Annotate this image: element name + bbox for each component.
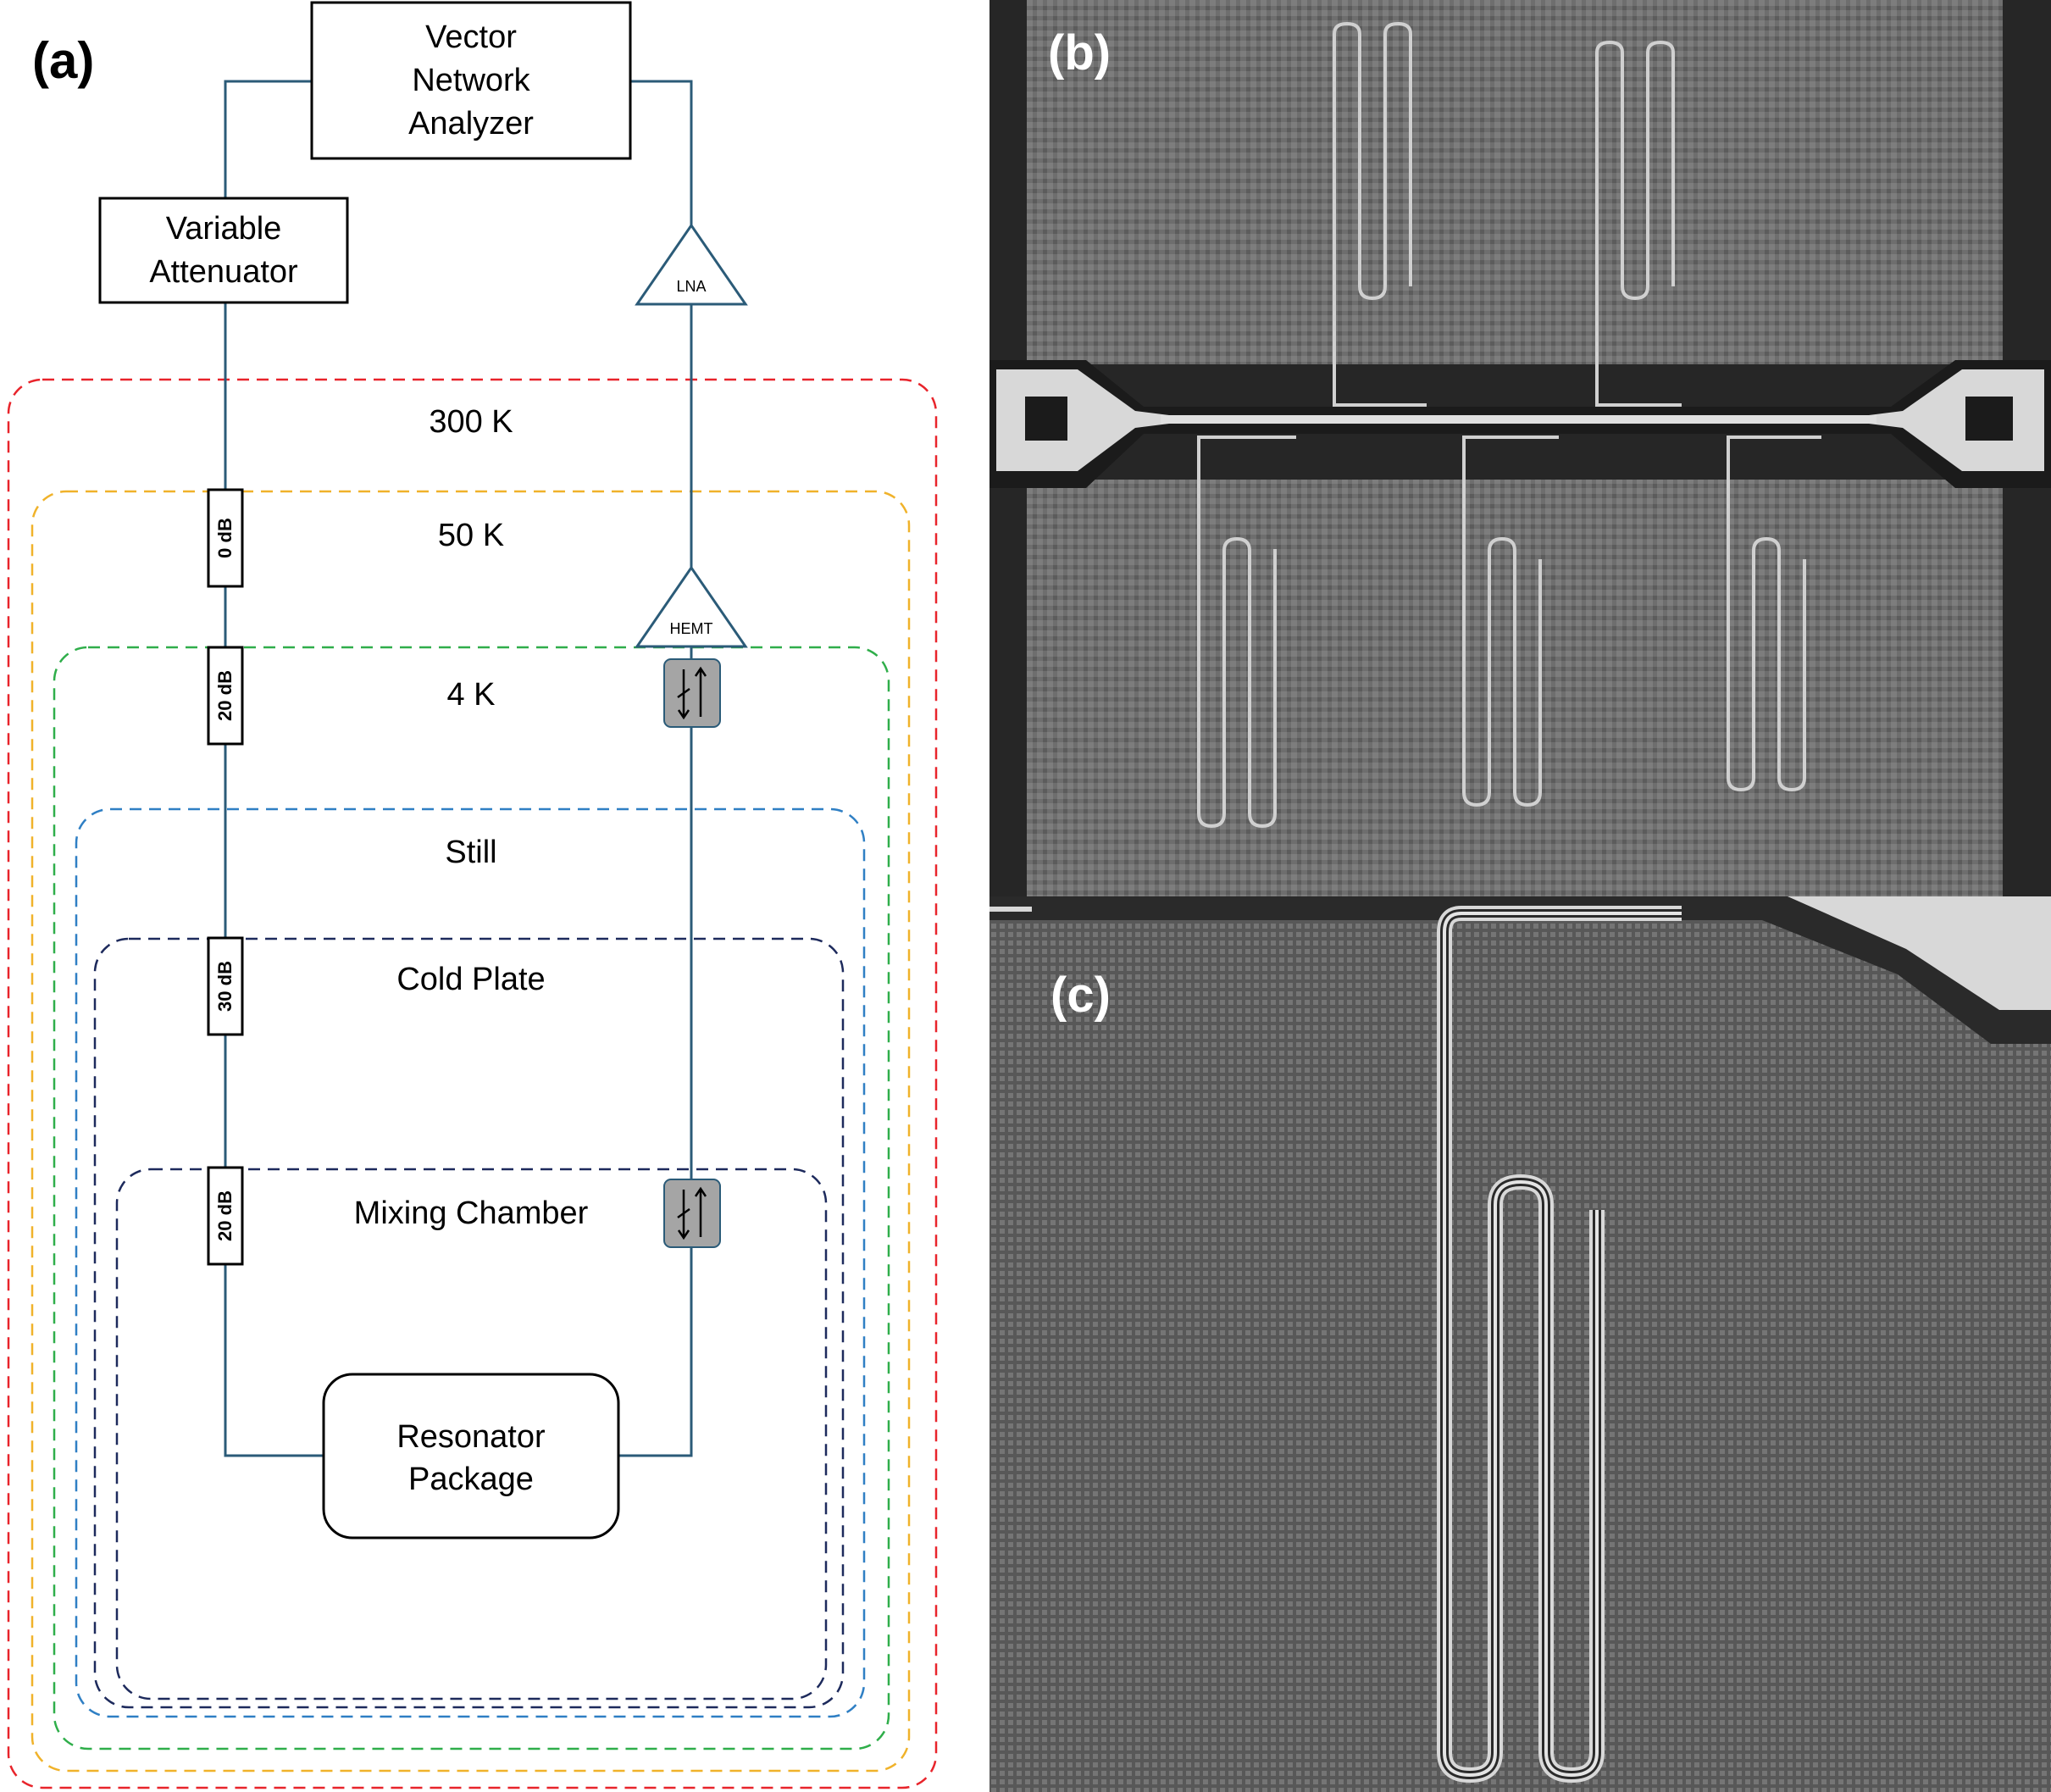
stage-label-50k: 50 K <box>438 518 504 553</box>
stage-label-4k: 4 K <box>446 677 495 713</box>
resonator-5 <box>1727 436 1821 792</box>
attenuator-20db-mixing-chamber: 20 dB <box>207 1166 244 1266</box>
attenuator-20db-4k-label: 20 dB <box>214 670 236 721</box>
launch-pad-left <box>996 369 1169 471</box>
vector-network-analyzer: Vector Network Analyzer <box>310 1 632 160</box>
attenuator-20db-4k: 20 dB <box>207 646 244 746</box>
panel-a: (a) 300 K 50 K 4 K Still Cold Plate Mixi… <box>7 1 938 1789</box>
stage-box-mixing-chamber <box>115 1168 828 1700</box>
hemt-amplifier: HEMT <box>635 565 748 648</box>
isolator-icon <box>663 1179 721 1248</box>
feedline-gap <box>989 360 2051 488</box>
vna-label-line-3: Analyzer <box>408 106 534 141</box>
stage-label-still: Still <box>445 835 496 870</box>
zoom-feedline-edge <box>989 907 1032 912</box>
stage-labels: 300 K 50 K 4 K Still Cold Plate Mixing C… <box>354 404 589 1231</box>
launch-pad-right-hole <box>1965 397 2013 441</box>
zoom-resonator <box>1437 906 1682 1784</box>
vna-label-line-1: Vector <box>425 19 517 55</box>
stage-box-still <box>75 807 866 1718</box>
panel-b-micrograph: (b) <box>989 0 2051 896</box>
amplifier-triangle-icon <box>635 223 748 306</box>
resonator-package-line-2: Package <box>408 1462 534 1497</box>
resonator-1 <box>1333 21 1427 407</box>
zoom-feedline-pad <box>1788 896 2051 1010</box>
amplifier-triangle-icon <box>635 565 748 648</box>
hemt-label: HEMT <box>670 620 713 637</box>
attenuator-30db: 30 dB <box>207 936 244 1036</box>
resonator-package: Resonator Package <box>322 1373 620 1540</box>
panel-a-label: (a) <box>32 32 94 89</box>
panel-c-micrograph: (c) <box>989 896 2051 1792</box>
isolator-4k <box>663 658 721 728</box>
stage-box-300k <box>7 378 938 1789</box>
stage-boxes <box>7 378 938 1789</box>
panel-c-label: (c) <box>1050 968 1111 1023</box>
stage-box-50k <box>30 490 911 1773</box>
stage-label-cold-plate: Cold Plate <box>396 962 545 997</box>
feedline <box>1161 415 1876 424</box>
isolator-icon <box>663 658 721 728</box>
launch-pad-right <box>1869 369 2044 471</box>
input-line <box>224 302 324 1457</box>
input-line-top <box>224 80 312 198</box>
variable-attenuator-line-1: Variable <box>166 211 282 247</box>
attenuator-20db-mixing-chamber-label: 20 dB <box>214 1190 236 1241</box>
stage-label-mixing-chamber: Mixing Chamber <box>354 1196 589 1231</box>
chip-ground-plane-upper <box>1027 0 2003 364</box>
resonators-upper <box>1333 21 1682 407</box>
isolator-mixing-chamber <box>663 1179 721 1248</box>
variable-attenuator-line-2: Attenuator <box>149 254 298 290</box>
attenuator-30db-label: 30 dB <box>214 961 236 1012</box>
attenuator-0db: 0 dB <box>207 488 244 588</box>
output-line-top <box>630 80 693 225</box>
output-line <box>618 304 693 1457</box>
launch-pad-left-hole <box>1025 397 1067 441</box>
lna-label: LNA <box>676 278 706 295</box>
stage-label-300k: 300 K <box>429 404 513 440</box>
resonators-lower <box>1197 436 1821 829</box>
lna-amplifier: LNA <box>635 223 748 306</box>
fixed-attenuators: 0 dB 20 dB 30 dB 20 dB <box>207 488 244 1266</box>
resonator-package-line-1: Resonator <box>396 1419 546 1455</box>
zoom-ground-plane <box>989 896 2051 1792</box>
resonator-2 <box>1595 40 1682 407</box>
stage-box-4k <box>53 646 890 1750</box>
vna-label-line-2: Network <box>412 63 530 98</box>
resonator-4 <box>1462 436 1559 807</box>
resonator-3 <box>1197 436 1296 829</box>
attenuator-0db-label: 0 dB <box>214 518 236 558</box>
stage-box-cold-plate <box>93 937 845 1709</box>
variable-attenuator: Variable Attenuator <box>98 197 349 304</box>
panel-b-label: (b) <box>1048 25 1111 80</box>
